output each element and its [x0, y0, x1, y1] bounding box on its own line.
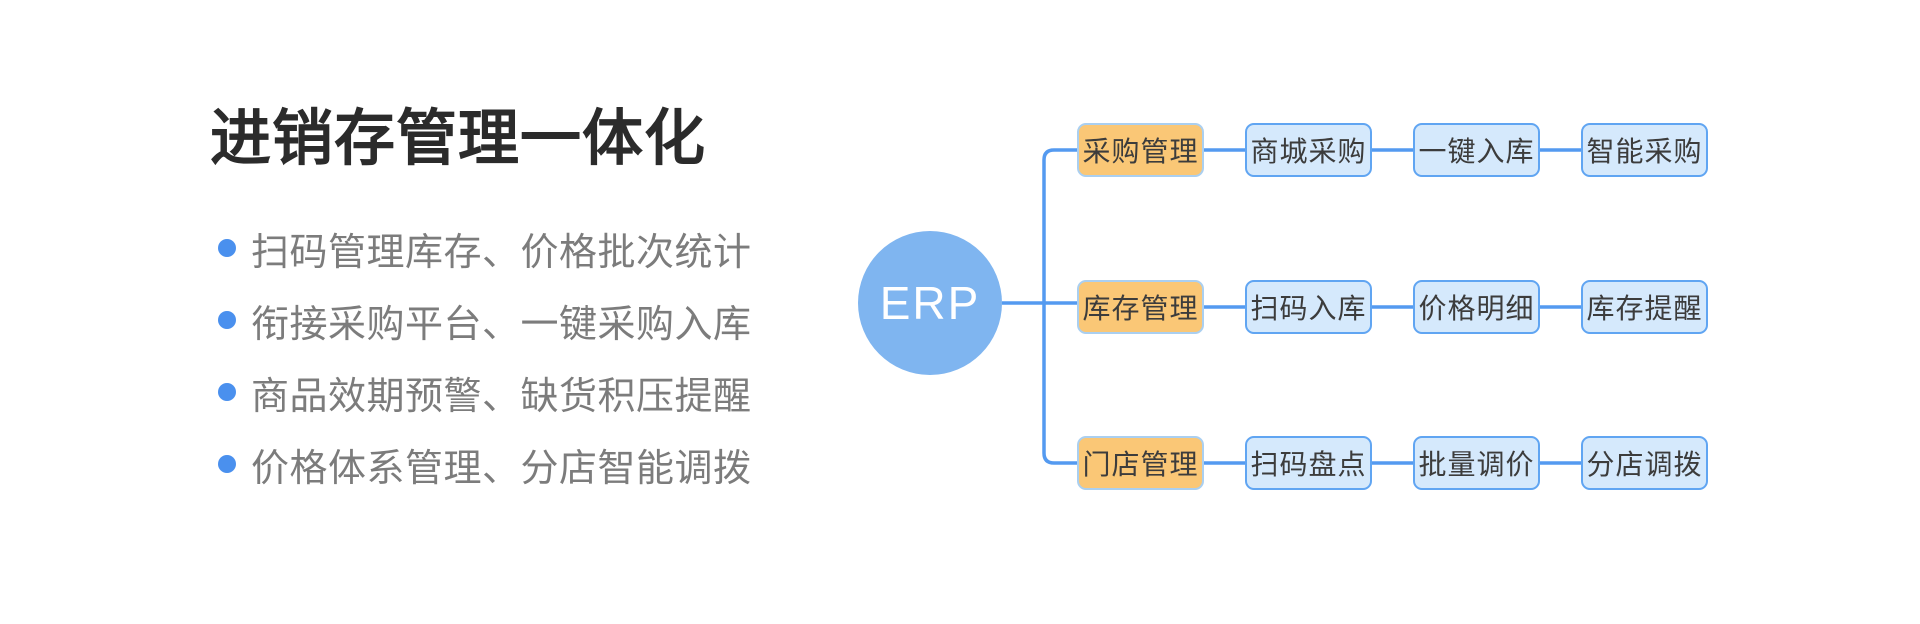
feature-node: 库存提醒	[1581, 280, 1708, 334]
feature-node: 一键入库	[1413, 123, 1540, 177]
feature-node: 智能采购	[1581, 123, 1708, 177]
bullet-dot-icon	[218, 311, 236, 329]
list-item: 扫码管理库存、价格批次统计	[218, 228, 752, 274]
feature-node: 扫码盘点	[1245, 436, 1372, 490]
feature-node: 价格明细	[1413, 280, 1540, 334]
bullet-dot-icon	[218, 383, 236, 401]
feature-node: 扫码入库	[1245, 280, 1372, 334]
erp-root-node: ERP	[858, 231, 1002, 375]
bullet-text: 衔接采购平台、一键采购入库	[251, 303, 752, 346]
bullet-text: 商品效期预警、缺货积压提醒	[251, 375, 752, 418]
bullet-text: 扫码管理库存、价格批次统计	[251, 231, 752, 274]
feature-node: 分店调拨	[1581, 436, 1708, 490]
list-item: 价格体系管理、分店智能调拨	[218, 444, 752, 490]
feature-node: 商城采购	[1245, 123, 1372, 177]
category-node-inventory: 库存管理	[1077, 280, 1204, 334]
category-node-store: 门店管理	[1077, 436, 1204, 490]
bullet-text: 价格体系管理、分店智能调拨	[251, 447, 752, 490]
feature-list: 扫码管理库存、价格批次统计 衔接采购平台、一键采购入库 商品效期预警、缺货积压提…	[218, 228, 752, 516]
category-node-purchase: 采购管理	[1077, 123, 1204, 177]
list-item: 衔接采购平台、一键采购入库	[218, 300, 752, 346]
page-title: 进销存管理一体化	[210, 104, 707, 172]
bullet-dot-icon	[218, 239, 236, 257]
list-item: 商品效期预警、缺货积压提醒	[218, 372, 752, 418]
feature-node: 批量调价	[1413, 436, 1540, 490]
bullet-dot-icon	[218, 455, 236, 473]
